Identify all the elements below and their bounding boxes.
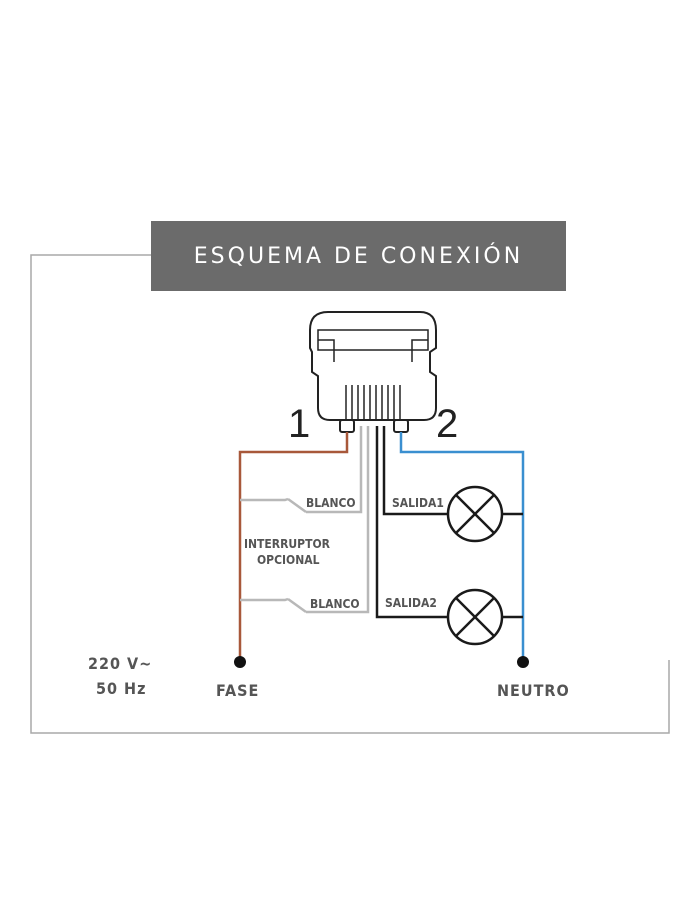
neutral-terminal-dot <box>517 656 529 668</box>
phase-terminal-dot <box>234 656 246 668</box>
dimmer-module <box>309 311 437 433</box>
lamp-1 <box>446 485 504 543</box>
terminal-2-label: 2 <box>436 402 459 446</box>
output-wire-2 <box>375 426 448 619</box>
switch-group-label-line2: OPCIONAL <box>257 553 320 567</box>
lamp-2 <box>446 588 504 646</box>
switch-top-blade <box>287 497 307 514</box>
neutral-node-label: NEUTRO <box>497 681 570 700</box>
white-wire-bottom <box>240 597 289 602</box>
output-2-label: SALIDA2 <box>385 596 437 610</box>
supply-voltage-label: 220 V~ <box>88 654 153 673</box>
outer-frame <box>30 254 670 734</box>
white-wire-bottom-return <box>306 426 370 614</box>
output-wire-1 <box>382 426 448 516</box>
neutral-wire <box>399 432 525 662</box>
phase-node-label: FASE <box>216 681 260 700</box>
switch-top-label: BLANCO <box>306 496 356 510</box>
white-wire-top <box>240 497 289 502</box>
switch-bottom-label: BLANCO <box>310 597 360 611</box>
phase-wire <box>238 432 349 662</box>
supply-frequency-label: 50 Hz <box>96 679 147 698</box>
switch-group-label-line1: INTERRUPTOR <box>244 537 330 551</box>
diagram-title: ESQUEMA DE CONEXIÓN <box>193 243 524 269</box>
white-wire-top-return <box>306 426 363 514</box>
title-banner: ESQUEMA DE CONEXIÓN <box>151 221 566 291</box>
terminal-1-label: 1 <box>288 402 311 446</box>
output-1-label: SALIDA1 <box>392 496 444 510</box>
switch-bottom-blade <box>287 597 307 614</box>
